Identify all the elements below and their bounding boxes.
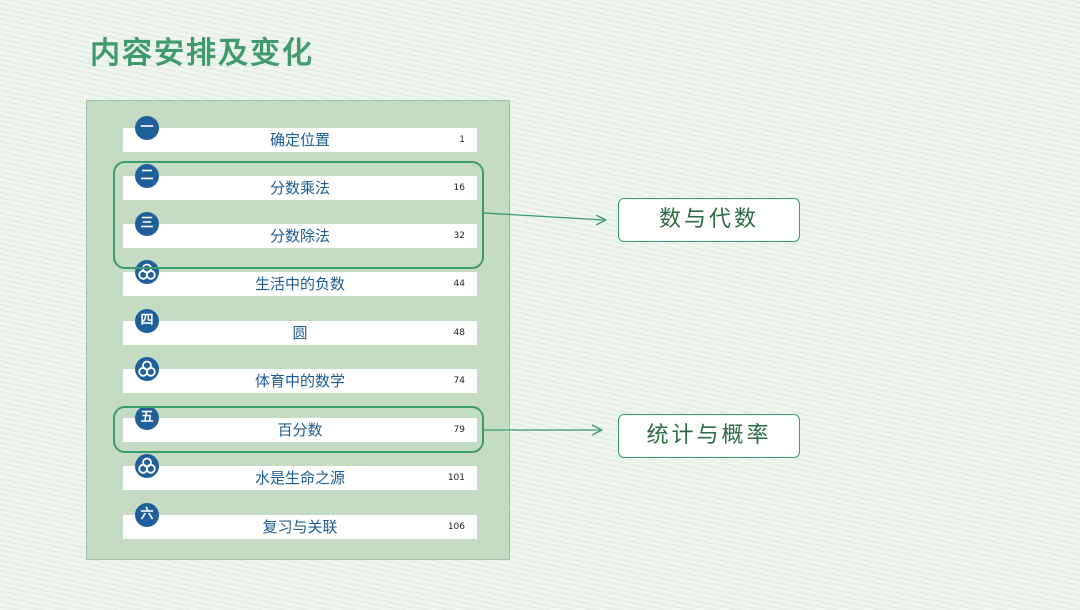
chapter-title: 复习与关联: [262, 518, 338, 536]
chapter-title: 分数除法: [269, 227, 330, 245]
row-bar: [123, 176, 477, 200]
toc-row[interactable]: 二 分数乘法 16: [123, 164, 477, 200]
statistics-group-highlight: [113, 406, 484, 453]
arrow-head-statistics: [591, 424, 604, 436]
three-circles-icon: [135, 454, 159, 478]
toc-row[interactable]: 六 复习与关联 106: [123, 503, 477, 539]
chapter-badge: 六: [135, 503, 159, 527]
category-statistics-and-probability: 统计与概率: [618, 414, 800, 458]
page-number: 32: [453, 231, 465, 241]
chapter-badge: 五: [135, 406, 159, 430]
row-bar: [123, 224, 477, 248]
chapter-title: 分数乘法: [269, 179, 330, 197]
chapter-title: 百分数: [277, 421, 323, 439]
page-number: 106: [447, 522, 465, 532]
toc-row[interactable]: 生活中的负数 44: [123, 260, 477, 296]
chapter-badge: 四: [135, 309, 159, 333]
row-bar: [123, 272, 477, 296]
toc-row[interactable]: 水是生命之源 101: [123, 454, 477, 490]
page-number: 48: [453, 328, 465, 338]
chapter-title: 确定位置: [269, 131, 330, 149]
page-number: 79: [453, 425, 465, 435]
row-bar: [123, 466, 477, 490]
three-circles-icon: [135, 357, 159, 381]
three-circles-icon: [135, 260, 159, 284]
page-number: 16: [453, 183, 465, 193]
chapter-title: 体育中的数学: [254, 372, 345, 390]
chapter-title: 水是生命之源: [254, 469, 345, 487]
row-bar: [123, 515, 477, 539]
toc-row[interactable]: 体育中的数学 74: [123, 357, 477, 393]
chapter-badge: 一: [135, 116, 159, 140]
page-title: 内容安排及变化: [90, 36, 314, 71]
arrow-line-algebra: [483, 212, 605, 221]
table-of-contents: 一 确定位置 1 二 分数乘法 16 三 分数除法 32 生活中的负数 44 四…: [86, 100, 510, 560]
toc-row[interactable]: 四 圆 48: [123, 309, 477, 345]
page-number: 1: [459, 135, 465, 145]
arrow-head-algebra: [595, 214, 608, 226]
row-bar: [123, 418, 477, 442]
row-bar: [123, 321, 477, 345]
chapter-title: 生活中的负数: [254, 275, 345, 293]
page-number: 101: [447, 473, 465, 483]
row-bar: [123, 128, 477, 152]
toc-row[interactable]: 三 分数除法 32: [123, 212, 477, 248]
chapter-title: 圆: [292, 324, 308, 342]
page-number: 44: [453, 279, 465, 289]
algebra-group-highlight: [113, 161, 484, 269]
category-number-and-algebra: 数与代数: [618, 198, 800, 242]
row-bar: [123, 369, 477, 393]
page-number: 74: [453, 376, 465, 386]
toc-row[interactable]: 五 百分数 79: [123, 406, 477, 442]
chapter-badge: 三: [135, 212, 159, 236]
chapter-badge: 二: [135, 164, 159, 188]
toc-row[interactable]: 一 确定位置 1: [123, 116, 477, 152]
